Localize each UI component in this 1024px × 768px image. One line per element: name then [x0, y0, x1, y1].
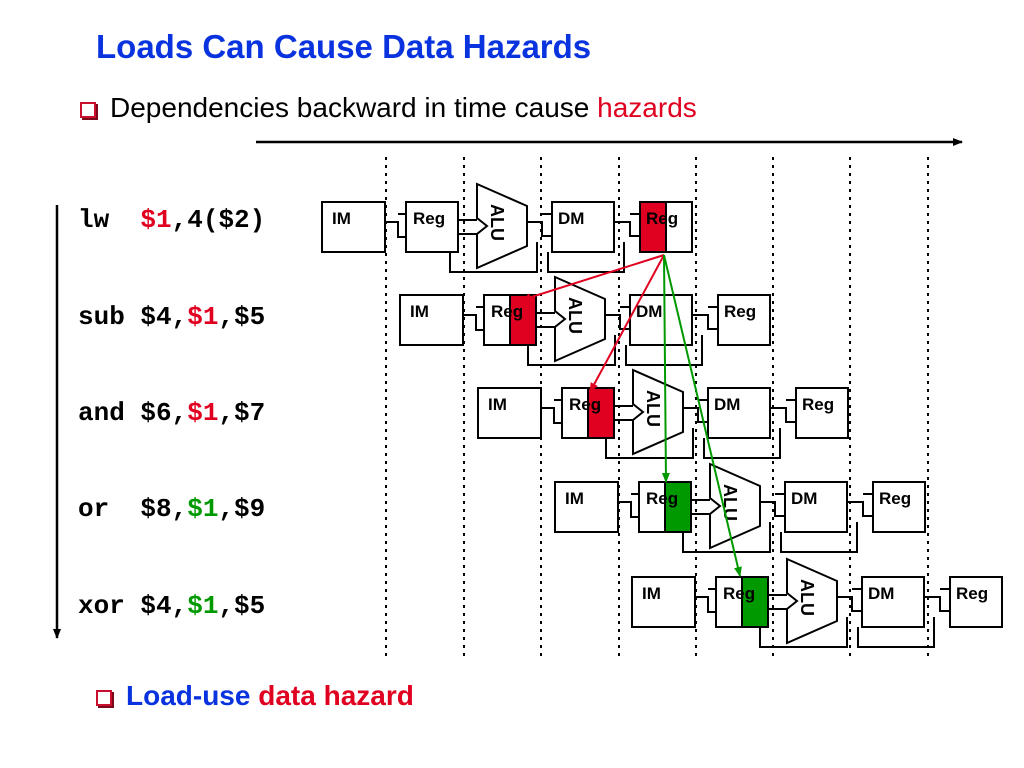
- reg-read-highlight: [587, 387, 615, 439]
- dm-stage-label: DM: [791, 489, 817, 508]
- im-stage-box: [554, 481, 619, 533]
- alu-shape: [476, 182, 528, 270]
- bullet-square-icon: [96, 689, 112, 706]
- alu-shape: [786, 557, 838, 645]
- bullet-square-icon: [80, 101, 96, 118]
- dm-stage-label: DM: [636, 302, 662, 321]
- im-stage-label: IM: [410, 302, 429, 321]
- dm-stage-box: [707, 387, 771, 439]
- reg-write-box: [717, 294, 771, 346]
- bullet2-highlight: data hazard: [258, 680, 414, 711]
- im-stage-box: [321, 201, 386, 253]
- instruction-dependent-register: $1: [187, 302, 219, 332]
- instruction-opcode: or: [78, 494, 141, 524]
- instruction-operands: $4,: [140, 591, 188, 621]
- instruction-opcode: and: [78, 398, 141, 428]
- pipeline-row: IM Reg ALU DM Reg: [321, 182, 693, 273]
- reg-write-label: Reg: [956, 584, 988, 603]
- pipeline-row: IM Reg ALU DM Reg: [399, 275, 771, 366]
- reg-write-label: Reg: [724, 302, 756, 321]
- bullet1-highlight: hazards: [597, 92, 697, 123]
- im-stage-label: IM: [565, 489, 584, 508]
- reg-read-label: Reg: [646, 489, 678, 508]
- hazard-arrow-to-and: [589, 254, 665, 393]
- pipeline-row: IM Reg ALU DM Reg: [631, 557, 1003, 648]
- alu-label: ALU: [565, 297, 585, 334]
- instruction-operands: ,4($2): [171, 205, 266, 235]
- reg-read-label: Reg: [569, 395, 601, 414]
- dm-stage-label: DM: [868, 584, 894, 603]
- im-stage-box: [631, 576, 696, 628]
- reg-write-box: [872, 481, 926, 533]
- instruction-or: or $8,$1,$9: [78, 494, 265, 524]
- alu-shape: [632, 368, 684, 456]
- instruction-operands: $4,: [140, 302, 188, 332]
- reg-read-highlight: [664, 481, 692, 533]
- stage-connector: [385, 221, 408, 238]
- reg-read-label: Reg: [491, 302, 523, 321]
- instruction-operands: ,$5: [218, 302, 266, 332]
- dm-stage-box: [861, 576, 925, 628]
- alu-shape: [554, 275, 606, 363]
- dm-stage-box: [629, 294, 693, 346]
- dm-stage-label: DM: [714, 395, 740, 414]
- instruction-opcode: sub: [78, 302, 141, 332]
- instruction-and: and $6,$1,$7: [78, 398, 265, 428]
- reg-write-highlight: [639, 201, 667, 253]
- instruction-dependent-register: $1: [187, 398, 219, 428]
- alu-label: ALU: [487, 204, 507, 241]
- bullet-dependencies: Dependencies backward in time cause haza…: [80, 92, 697, 124]
- stage-connector: [618, 501, 641, 518]
- im-stage-box: [477, 387, 542, 439]
- instruction-opcode: lw: [78, 205, 141, 235]
- alu-shape: [709, 462, 761, 550]
- reg-write-label: Reg: [646, 209, 678, 228]
- stage-connector: [463, 314, 486, 331]
- reg-read-label: Reg: [413, 209, 445, 228]
- reg-write-label: Reg: [879, 489, 911, 508]
- bullet1-text: Dependencies backward in time cause: [110, 92, 598, 123]
- instruction-operands: $6,: [140, 398, 188, 428]
- instruction-sub: sub $4,$1,$5: [78, 302, 265, 332]
- instruction-operands: $8,: [140, 494, 188, 524]
- hazard-arrow-to-sub: [521, 254, 665, 302]
- reg-read-box: [405, 201, 459, 253]
- reg-read-highlight: [741, 576, 769, 628]
- hazard-arrows: [521, 254, 742, 577]
- im-stage-box: [399, 294, 464, 346]
- instruction-dependent-register: $1: [187, 591, 219, 621]
- slide-title: Loads Can Cause Data Hazards: [96, 28, 592, 65]
- pipeline-row: IM Reg ALU DM Reg: [477, 368, 849, 459]
- im-stage-label: IM: [488, 395, 507, 414]
- instruction-operands: ,$7: [218, 398, 266, 428]
- instruction-opcode: xor: [78, 591, 141, 621]
- forward-arrow-to-xor: [663, 254, 742, 577]
- alu-label: ALU: [643, 390, 663, 427]
- bullet2-text: Load-use: [126, 680, 259, 711]
- instruction-dependent-register: $1: [140, 205, 172, 235]
- reg-write-box: [949, 576, 1003, 628]
- alu-label: ALU: [797, 579, 817, 616]
- reg-read-label: Reg: [723, 584, 755, 603]
- forward-arrow-to-or: [661, 254, 670, 483]
- dm-stage-box: [551, 201, 615, 253]
- instruction-lw: lw $1,4($2): [78, 205, 265, 235]
- im-stage-label: IM: [332, 209, 351, 228]
- reg-write-label: Reg: [802, 395, 834, 414]
- instruction-operands: ,$5: [218, 591, 266, 621]
- bullet-load-use: Load-use data hazard: [96, 680, 414, 712]
- instruction-operands: ,$9: [218, 494, 266, 524]
- instruction-dependent-register: $1: [187, 494, 219, 524]
- stage-connector: [695, 596, 718, 613]
- instruction-xor: xor $4,$1,$5: [78, 591, 265, 621]
- im-stage-label: IM: [642, 584, 661, 603]
- stage-connector: [541, 407, 564, 424]
- dm-stage-label: DM: [558, 209, 584, 228]
- dm-stage-box: [784, 481, 848, 533]
- reg-write-box: [795, 387, 849, 439]
